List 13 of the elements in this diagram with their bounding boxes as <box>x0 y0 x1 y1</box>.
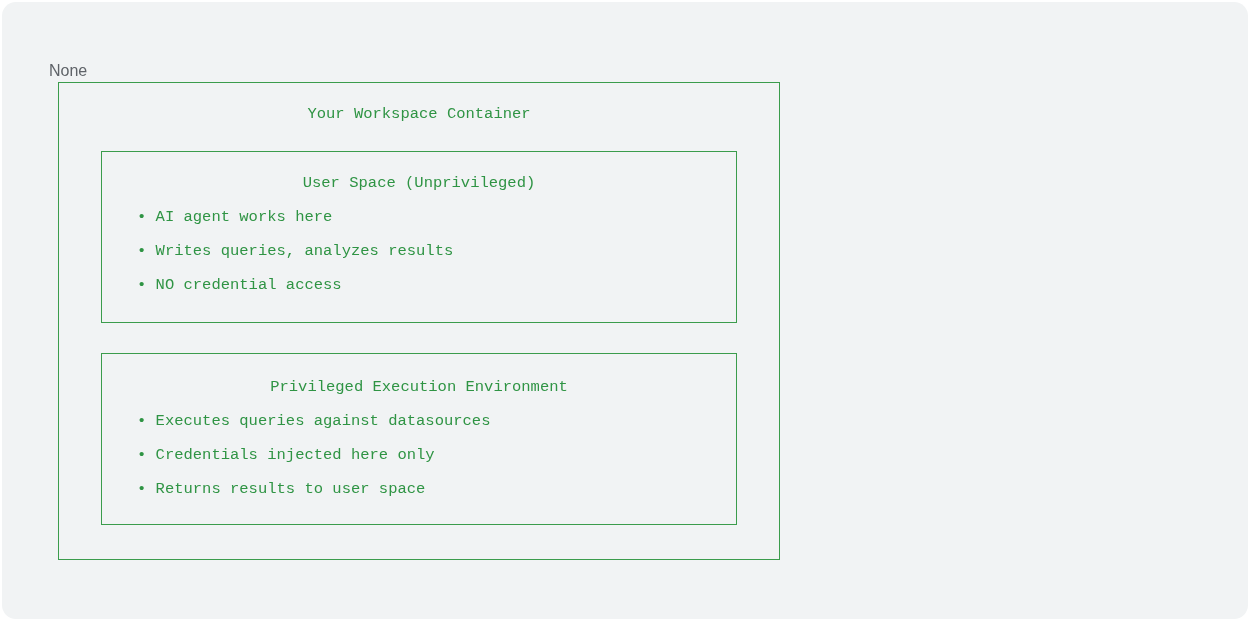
bullet-item: • Returns results to user space <box>137 480 426 498</box>
panel-heading: Privileged Execution Environment <box>270 378 568 396</box>
bullet-item: • AI agent works here <box>137 208 333 226</box>
panel-heading: User Space (Unprivileged) <box>302 174 536 192</box>
bullet-item: • Writes queries, analyzes results <box>137 242 454 260</box>
note-text: None <box>49 62 88 80</box>
container-title: Your Workspace Container <box>307 105 531 123</box>
bullet-item: • NO credential access <box>137 276 342 294</box>
panel-box <box>101 151 737 323</box>
bullet-item: • Executes queries against datasources <box>137 412 491 430</box>
panel-box <box>101 353 737 525</box>
bullet-item: • Credentials injected here only <box>137 446 435 464</box>
container-box <box>58 82 780 560</box>
